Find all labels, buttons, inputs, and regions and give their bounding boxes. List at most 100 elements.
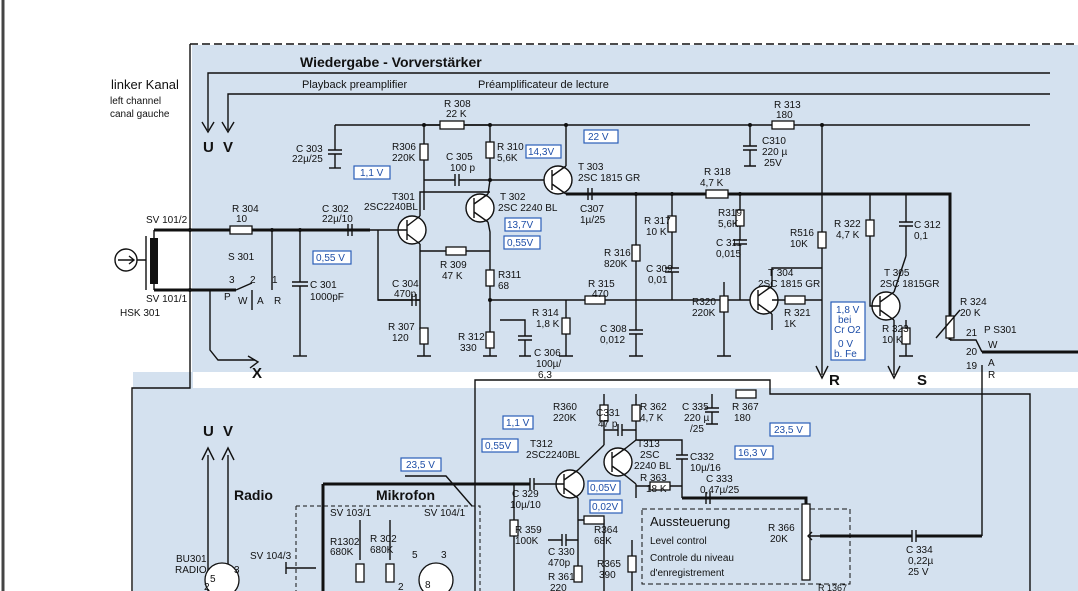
t313-transistor	[603, 447, 633, 477]
r314-name-label: R 314	[532, 308, 559, 319]
r316-name-label: R 316	[604, 248, 631, 259]
r321-val-label: 1K	[784, 319, 797, 330]
v-11b: 1,1 V	[506, 418, 530, 429]
c301-name-label: C 301	[310, 280, 337, 291]
r315-val-label: 470	[592, 289, 609, 300]
channel-en: left channel	[110, 96, 161, 107]
c310-val-label: 220 µ	[762, 147, 787, 158]
volt_note-l2-label: bei	[838, 315, 851, 326]
t304-type-label: 2SC 1815 GR	[758, 279, 820, 290]
v-top: V	[223, 139, 233, 156]
lower-r360-name-label: R360	[553, 402, 577, 413]
volt_note-l1-label: 1,8 V	[836, 305, 860, 316]
r516-name-label: R516	[790, 228, 814, 239]
c306-val2-label: 6,3	[538, 370, 552, 381]
c305-val-label: 100 p	[450, 163, 475, 174]
r319-val-label: 5,6K	[718, 219, 739, 230]
r317-val-label: 10 K	[646, 227, 667, 238]
r317-name-label: R 317	[644, 216, 671, 227]
mikrofon-label: Mikrofon	[376, 487, 435, 503]
lower-r366-name-label: R 366	[768, 523, 795, 534]
lower-r365-val-label: 390	[599, 570, 616, 581]
r312-name-label: R 312	[458, 332, 485, 343]
level-fr2: d'enregistrement	[650, 568, 724, 579]
channel-fr: canal gauche	[110, 109, 170, 120]
t302-name-label: T 302	[500, 192, 526, 203]
lower-r363-val-label: 18 K	[646, 484, 667, 495]
volt_note-l3-label: Cr O2	[834, 325, 861, 336]
lower-r302-val-label: 680K	[370, 545, 394, 556]
t302-transistor	[465, 193, 495, 223]
r309-val-label: 47 K	[442, 271, 463, 282]
lower-c332-val-label: 10µ/16	[690, 463, 721, 474]
r308-name-label: R 308	[444, 99, 471, 110]
r310-name-label: R 310	[497, 142, 524, 153]
r318-name-label: R 318	[704, 167, 731, 178]
c302-name-label: C 302	[322, 204, 349, 215]
r312-val-label: 330	[460, 343, 477, 354]
c310-name-label: C310	[762, 136, 786, 147]
v-137: 13,7V	[507, 220, 533, 231]
c312-name-label: C 312	[914, 220, 941, 231]
lower-pins-p2-label: 2	[204, 582, 210, 591]
v-002: 0,02V	[592, 502, 618, 513]
t305-type-label: 2SC 1815GR	[880, 279, 939, 290]
lower-r361-val-label: 220	[550, 583, 567, 591]
r324-name-label: R 324	[960, 297, 987, 308]
sv1011-label: SV 101/1	[146, 294, 188, 305]
r323-val-label: 10 K	[882, 335, 903, 346]
connectors-p-label: P	[224, 292, 231, 303]
r320-name-label: R320	[692, 297, 716, 308]
lower-r362-name-label: R 362	[640, 402, 667, 413]
r320-val-label: 220K	[692, 308, 716, 319]
lower-pins-p3-label: 3	[234, 565, 240, 576]
radio-socket-icon	[204, 562, 240, 591]
t305-name-label: T 305	[884, 268, 910, 279]
c304-val-label: 470p	[394, 289, 417, 300]
sv1012-label: SV 101/2	[146, 215, 188, 226]
lower-c330-val-label: 470p	[548, 558, 571, 569]
c306-val-label: 100µ/	[536, 359, 561, 370]
connectors-pos3-label: 3	[229, 275, 235, 286]
v-bottom: V	[223, 423, 233, 440]
u-bottom: U	[203, 423, 214, 440]
output-s: S	[917, 372, 927, 389]
r318-val-label: 4,7 K	[700, 178, 724, 189]
mic-socket-icon	[418, 562, 454, 591]
lower-c334-val-label: 0,22µ	[908, 556, 933, 567]
v-163: 16,3 V	[738, 448, 767, 459]
c303-name-label: C 303	[296, 144, 323, 155]
connectors-pos2-label: 2	[250, 275, 256, 286]
lower-c333-name-label: C 333	[706, 474, 733, 485]
lower-r362-val-label: 4,7 K	[640, 413, 664, 424]
title: Wiedergabe - Vorverstärker	[300, 54, 482, 70]
lower-c335-name-label: C 335	[682, 402, 709, 413]
level-de: Aussteuerung	[650, 514, 730, 529]
r313-name-label: R 313	[774, 100, 801, 111]
lower-t313-type2-label: 2240 BL	[634, 461, 672, 472]
lower-sv1043-label: SV 104/3	[250, 551, 292, 562]
c308-val-label: 0,012	[600, 335, 625, 346]
lower-buRadio-label: RADIO	[175, 565, 207, 576]
t303-transistor	[543, 165, 573, 195]
lower-r365-name-label: R365	[597, 559, 621, 570]
volt_note-l4-label: 0 V	[838, 339, 853, 350]
r322-val-label: 4,7 K	[836, 230, 860, 241]
lower-r359-val-label: 100K	[515, 536, 539, 547]
x-output: X	[252, 365, 262, 382]
v-055b: 0,55V	[507, 238, 533, 249]
lower-r366-val-label: 20K	[770, 534, 788, 545]
lower-r364-name-label: R364	[594, 525, 618, 536]
r324-val-label: 20 K	[960, 308, 981, 319]
r307-name-label: R 307	[388, 322, 415, 333]
lower-r367b-name-label: R 1367	[818, 583, 847, 591]
lower-pins-p8-label: 8	[425, 580, 431, 591]
c309-name-label: C 309	[646, 264, 673, 275]
lower-r1302-val-label: 680K	[330, 547, 354, 558]
connectors-r-label: R	[274, 296, 281, 307]
v-235a: 23,5 V	[406, 460, 435, 471]
level-en: Level control	[650, 536, 707, 547]
lower-c329-name-label: C 329	[512, 489, 539, 500]
subtitle-fr: Préamplificateur de lecture	[478, 79, 609, 91]
